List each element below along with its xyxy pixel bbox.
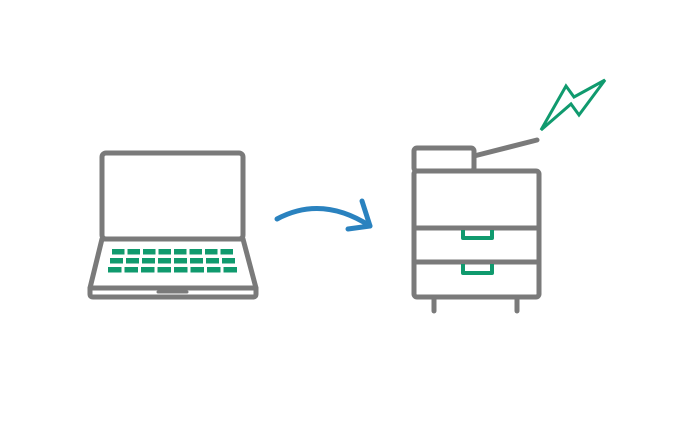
arrow-shaft [274,206,373,229]
keyboard-key [190,267,204,273]
printer-tray-handles [461,230,494,275]
keyboard-key [207,267,221,273]
multifunction-printer-icon [411,137,542,314]
keyboard-key [141,267,155,273]
laptop-screen [99,150,246,242]
laptop-icon [87,150,259,300]
lightning-bolt-shape [539,78,607,132]
tray-handle-1 [461,230,494,240]
keyboard-key [174,267,188,273]
keyboard-key [190,258,203,264]
keyboard-key [222,258,235,264]
keyboard-key [220,249,233,255]
keyboard-key [142,258,155,264]
keyboard-key [127,249,140,255]
keyboard-key [189,249,202,255]
printer-antenna [471,137,540,159]
keyboard-key [223,267,237,273]
keyboard-key [158,258,171,264]
laptop-base [87,236,259,300]
keyboard-key [205,249,218,255]
printer-body [411,168,542,300]
lightning-bolt-icon [539,78,607,132]
keyboard-key [108,267,122,273]
arrow-head [345,198,373,232]
printer-scanner-lid [411,145,477,174]
laptop-keyboard [108,249,237,273]
tray-handle-2 [461,264,494,275]
keyboard-key [206,258,219,264]
keyboard-key [143,249,156,255]
curved-arrow-icon [274,198,373,232]
keyboard-key [124,267,138,273]
keyboard-key [126,258,139,264]
keyboard-key [174,258,187,264]
keyboard-key [158,249,171,255]
keyboard-key [110,258,123,264]
keyboard-key [174,249,187,255]
keyboard-key [157,267,171,273]
keyboard-key [112,249,125,255]
